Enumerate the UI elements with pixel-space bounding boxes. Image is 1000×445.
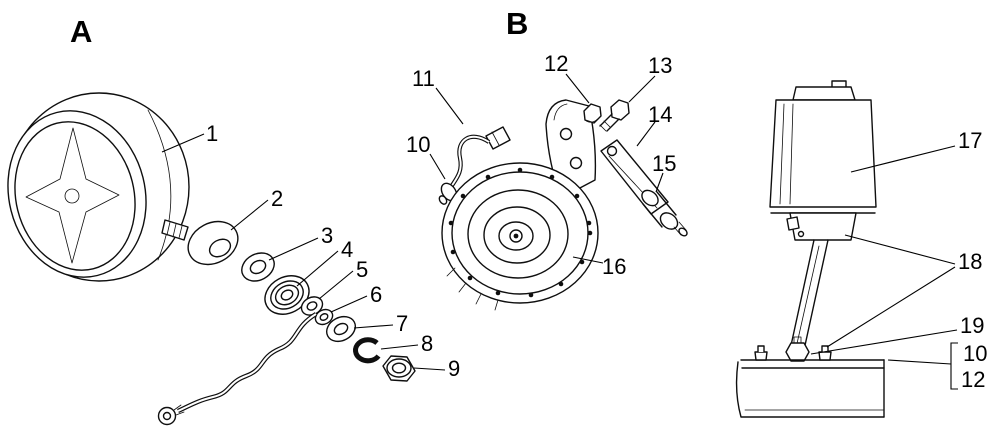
platform-bolt-right — [818, 345, 832, 361]
callout-14: 14 — [648, 102, 672, 127]
part-ring-5 — [300, 296, 324, 316]
leader-line — [318, 270, 354, 300]
leader-line — [810, 329, 958, 355]
clamp-screw — [786, 216, 805, 238]
callout-18: 18 — [958, 249, 982, 274]
filter-callouts: 17 18 19 10 12 — [810, 128, 987, 392]
horn-assembly — [438, 99, 688, 311]
wire-terminal-block — [485, 126, 511, 150]
base-fitting-nut — [785, 336, 810, 362]
callout-12-installed: 12 — [961, 367, 985, 392]
headlamp-hardware — [157, 220, 416, 426]
horn-callouts: 11 10 12 13 14 15 16 — [406, 51, 676, 279]
leader-line — [429, 153, 446, 180]
callout-11: 11 — [412, 66, 435, 91]
leader-line — [330, 295, 368, 313]
callout-15: 15 — [652, 151, 676, 176]
leader-line — [413, 367, 446, 371]
callout-6: 6 — [370, 282, 382, 307]
mounting-stud — [161, 219, 189, 241]
leader-line — [636, 121, 656, 147]
leader-line — [565, 73, 590, 104]
part-nut-9 — [382, 355, 416, 382]
housing-depth-line — [147, 109, 172, 261]
horn-wire — [449, 134, 491, 189]
callout-9: 9 — [448, 356, 460, 381]
callout-5: 5 — [356, 257, 368, 282]
section-a-label: A — [70, 14, 92, 49]
callout-1: 1 — [206, 121, 218, 146]
part-ring-6 — [314, 308, 334, 326]
mounting-platform — [735, 345, 885, 418]
platform-bolt-left — [754, 345, 768, 361]
part-lockwasher-8 — [353, 337, 381, 364]
leader-line — [353, 324, 394, 329]
leader-line — [161, 133, 205, 153]
leader-line — [296, 250, 339, 287]
lens-center — [64, 188, 80, 204]
leader-line — [435, 87, 464, 125]
callout-3: 3 — [321, 223, 333, 248]
horn-bolt-13 — [599, 99, 630, 132]
leader-line — [268, 237, 319, 261]
part-washer-7 — [325, 315, 357, 343]
part-boot-2 — [187, 220, 239, 266]
horn-rim-rivets — [448, 167, 593, 298]
callout-17: 17 — [958, 128, 982, 153]
callout-8: 8 — [421, 331, 433, 356]
headlamp-assembly — [7, 92, 190, 282]
callout-7: 7 — [396, 311, 408, 336]
filter-assembly — [735, 80, 885, 418]
leader-line — [628, 75, 656, 103]
callout-4: 4 — [341, 237, 353, 262]
callout-19: 19 — [960, 313, 984, 338]
horn-body-16 — [441, 162, 599, 311]
headlamp-wire — [157, 312, 318, 426]
headlamp-lens — [14, 121, 136, 271]
callout-12: 12 — [544, 51, 568, 76]
leader-line — [380, 344, 419, 350]
leader-line — [887, 359, 952, 365]
section-b-label: B — [506, 6, 528, 41]
callout-2: 2 — [271, 186, 283, 211]
leader-line — [844, 234, 956, 265]
headlamp-callouts: 1 2 3 4 5 6 7 8 9 — [161, 121, 460, 381]
callout-10-installed: 10 — [963, 341, 987, 366]
part-washer-3 — [241, 252, 275, 282]
leader-line — [850, 145, 956, 173]
stem-pipe — [789, 239, 829, 351]
horn-cylinder-15 — [641, 189, 688, 237]
horn-nut-12 — [583, 103, 602, 124]
lens-star — [25, 127, 120, 264]
callout-10: 10 — [406, 132, 430, 157]
group-bracket — [950, 342, 958, 390]
leader-line — [572, 256, 604, 264]
leader-line — [230, 199, 269, 231]
canister-17 — [769, 80, 877, 241]
leader-line — [655, 172, 664, 193]
callout-16: 16 — [602, 254, 626, 279]
callout-13: 13 — [648, 53, 672, 78]
leader-line — [826, 266, 956, 348]
wire-ring-terminal — [157, 404, 185, 426]
